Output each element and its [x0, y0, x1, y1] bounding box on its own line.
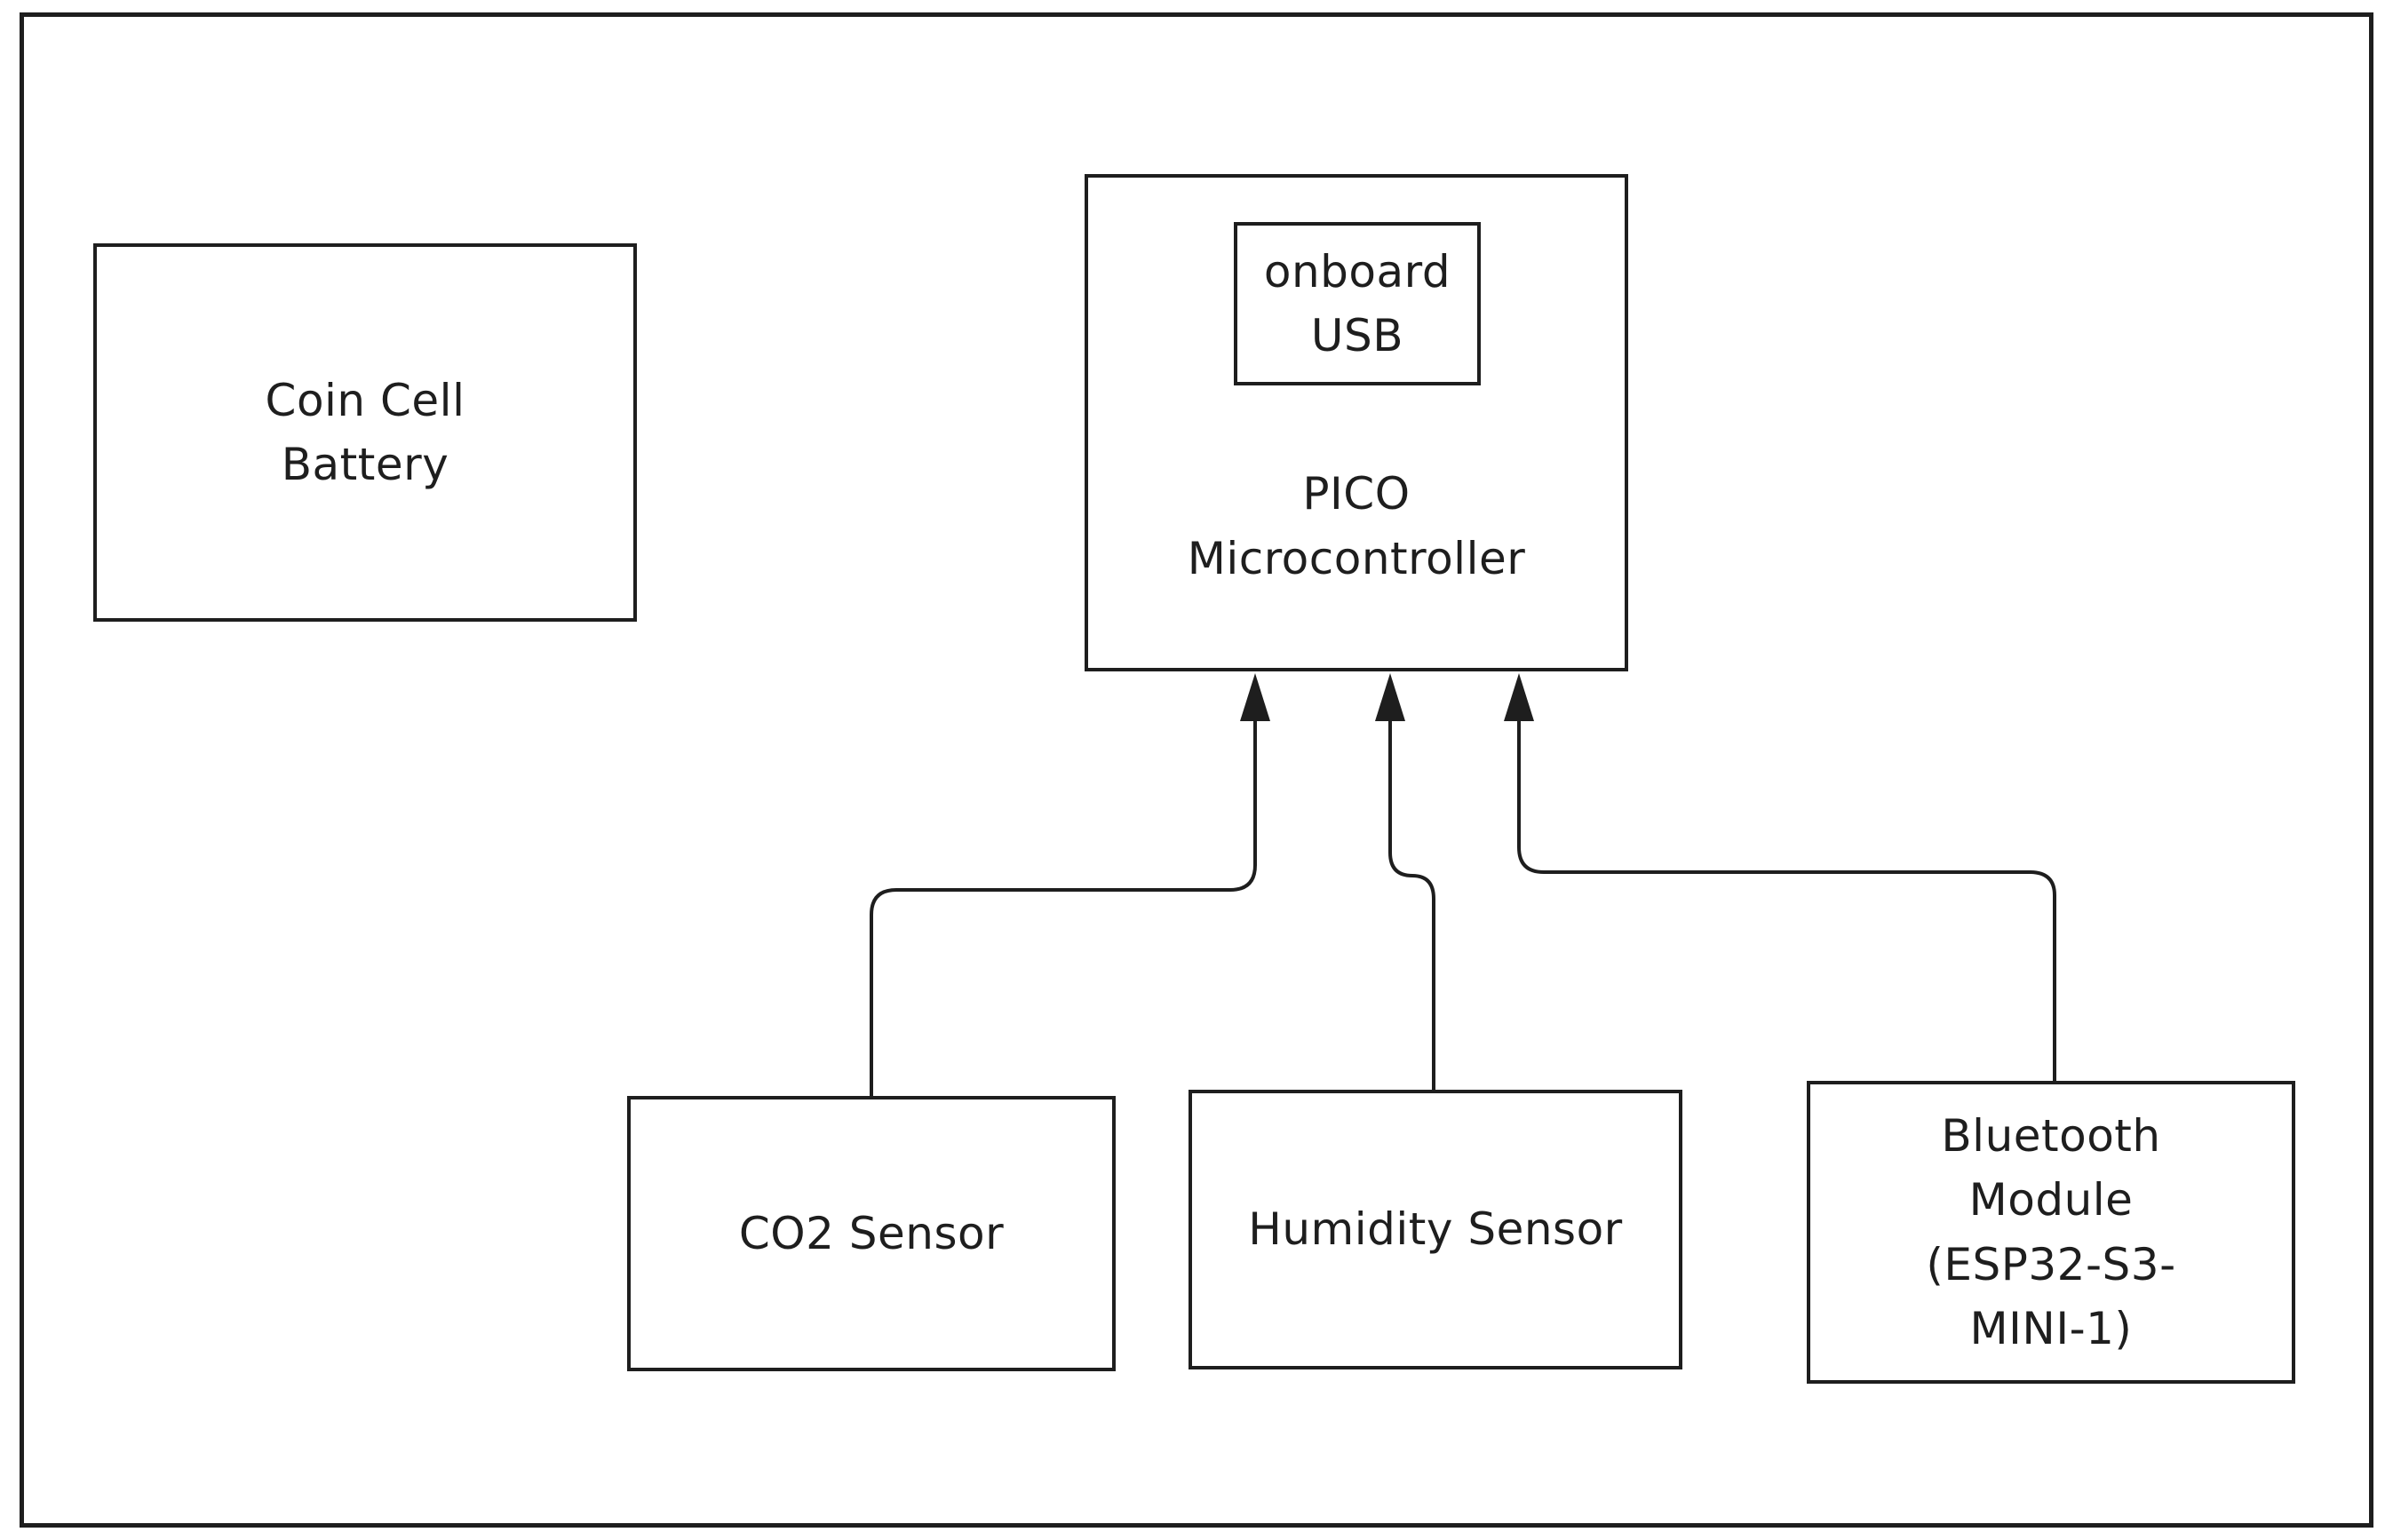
coin-cell-battery-label: Coin Cell Battery [265, 374, 465, 491]
outer-border [20, 12, 2373, 1528]
bluetooth-module-label: Bluetooth Module (ESP32-S3- MINI-1) [1926, 1109, 2176, 1355]
humidity-sensor-label: Humidity Sensor [1248, 1203, 1623, 1256]
pico-microcontroller-label: PICO Microcontroller [1187, 468, 1526, 584]
node-pico-microcontroller: onboard USB PICO Microcontroller [1085, 174, 1628, 671]
node-coin-cell-battery: Coin Cell Battery [93, 243, 637, 622]
co2-sensor-label: CO2 Sensor [738, 1207, 1005, 1259]
onboard-usb-label: onboard USB [1263, 245, 1451, 362]
node-bluetooth-module: Bluetooth Module (ESP32-S3- MINI-1) [1807, 1081, 2295, 1384]
node-humidity-sensor: Humidity Sensor [1189, 1090, 1682, 1369]
node-onboard-usb: onboard USB [1234, 222, 1481, 385]
node-co2-sensor: CO2 Sensor [627, 1096, 1116, 1371]
